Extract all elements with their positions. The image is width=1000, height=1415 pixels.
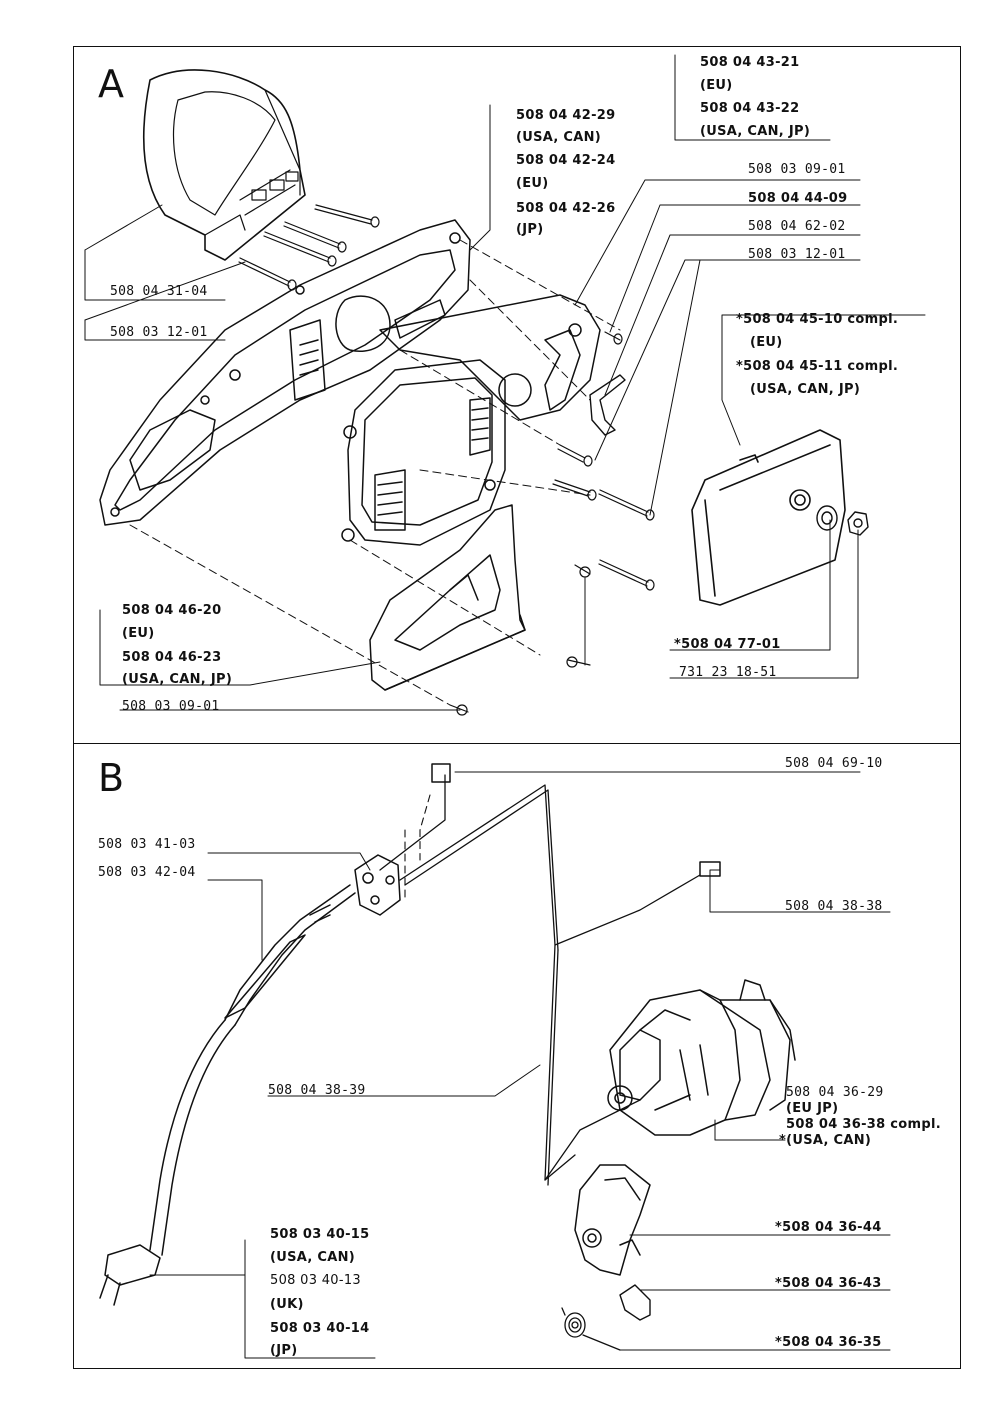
part-region-label: (USA, CAN): [516, 130, 602, 145]
part-region-label: (USA, CAN, JP): [750, 382, 861, 397]
rear-handle-icon: [369, 504, 526, 691]
part-label: 508 04 43-21: [700, 55, 800, 70]
part-label: 508 03 12-01: [110, 325, 208, 340]
part-region-label: (EU): [122, 626, 155, 641]
part-label: 508 04 38-39: [268, 1083, 366, 1098]
part-label: 508 04 31-04: [110, 284, 208, 299]
part-region-label: (JP): [270, 1343, 298, 1358]
power-cord-plug-icon: [99, 884, 356, 1306]
electric-motor-icon: [607, 979, 796, 1136]
part-label: 508 04 62-02: [748, 219, 846, 234]
part-label: 508 03 41-03: [98, 837, 196, 852]
part-label: 508 03 09-01: [122, 699, 220, 714]
part-label: *508 04 36-43: [775, 1276, 882, 1291]
screw-icon: [238, 204, 380, 291]
part-label: *508 04 45-11 compl.: [736, 359, 899, 374]
housing-half-icon: [99, 219, 471, 526]
part-region-label: (EU JP): [786, 1101, 839, 1116]
part-label: 508 03 42-04: [98, 865, 196, 880]
panel-b-letter: B: [98, 756, 125, 800]
part-label: *508 04 36-44: [775, 1220, 882, 1235]
spring-icon: [561, 1307, 621, 1351]
part-region-label: (EU): [750, 335, 783, 350]
switch-icon: [354, 854, 401, 916]
part-label: 508 04 42-24: [516, 153, 616, 168]
part-label: 731 23 18-51: [679, 665, 777, 680]
part-label: 508 04 46-23: [122, 650, 222, 665]
motor-housing-icon: [341, 359, 506, 546]
part-region-label: (EU): [516, 176, 549, 191]
part-region-label: (USA, CAN): [270, 1250, 356, 1265]
part-label: 508 03 12-01: [748, 247, 846, 262]
part-label: *508 04 36-35: [775, 1335, 882, 1350]
part-label: *508 04 77-01: [674, 637, 781, 652]
chain-cover-icon: [691, 429, 846, 606]
part-region-label: (USA, CAN, JP): [700, 124, 811, 139]
part-region-label: *(USA, CAN): [779, 1133, 872, 1148]
part-label: 508 03 40-14: [270, 1321, 370, 1336]
part-region-label: (EU): [700, 78, 733, 93]
part-label: 508 04 46-20: [122, 603, 222, 618]
part-label: 508 03 40-15: [270, 1227, 370, 1242]
connector-icon: [431, 763, 451, 783]
part-label: 508 04 42-26: [516, 201, 616, 216]
panel-a-letter: A: [98, 62, 124, 106]
part-region-label: (USA, CAN, JP): [122, 672, 233, 687]
part-label: 508 04 69-10: [785, 756, 883, 771]
part-label: 508 04 44-09: [748, 191, 848, 206]
brush-holder-icon: [574, 1164, 651, 1276]
wire-harness-icon: [379, 774, 701, 1186]
nut-icon: [816, 505, 869, 536]
clip-icon: [589, 374, 626, 436]
part-label: 508 04 42-29: [516, 108, 616, 123]
front-handle-icon: [142, 69, 306, 261]
part-label: 508 04 36-29: [786, 1085, 884, 1100]
part-label: 508 03 09-01: [748, 162, 846, 177]
part-label: 508 04 38-38: [785, 899, 883, 914]
part-label: 508 03 40-13: [270, 1273, 361, 1288]
part-region-label: (UK): [270, 1297, 304, 1312]
part-label: *508 04 45-10 compl.: [736, 312, 899, 327]
part-label: 508 04 36-38 compl.: [786, 1117, 941, 1132]
panel-b-frame: [73, 743, 961, 1369]
part-region-label: (JP): [516, 222, 544, 237]
screw-icon: [449, 331, 655, 716]
part-label: 508 04 43-22: [700, 101, 800, 116]
carbon-brush-icon: [619, 1284, 651, 1321]
